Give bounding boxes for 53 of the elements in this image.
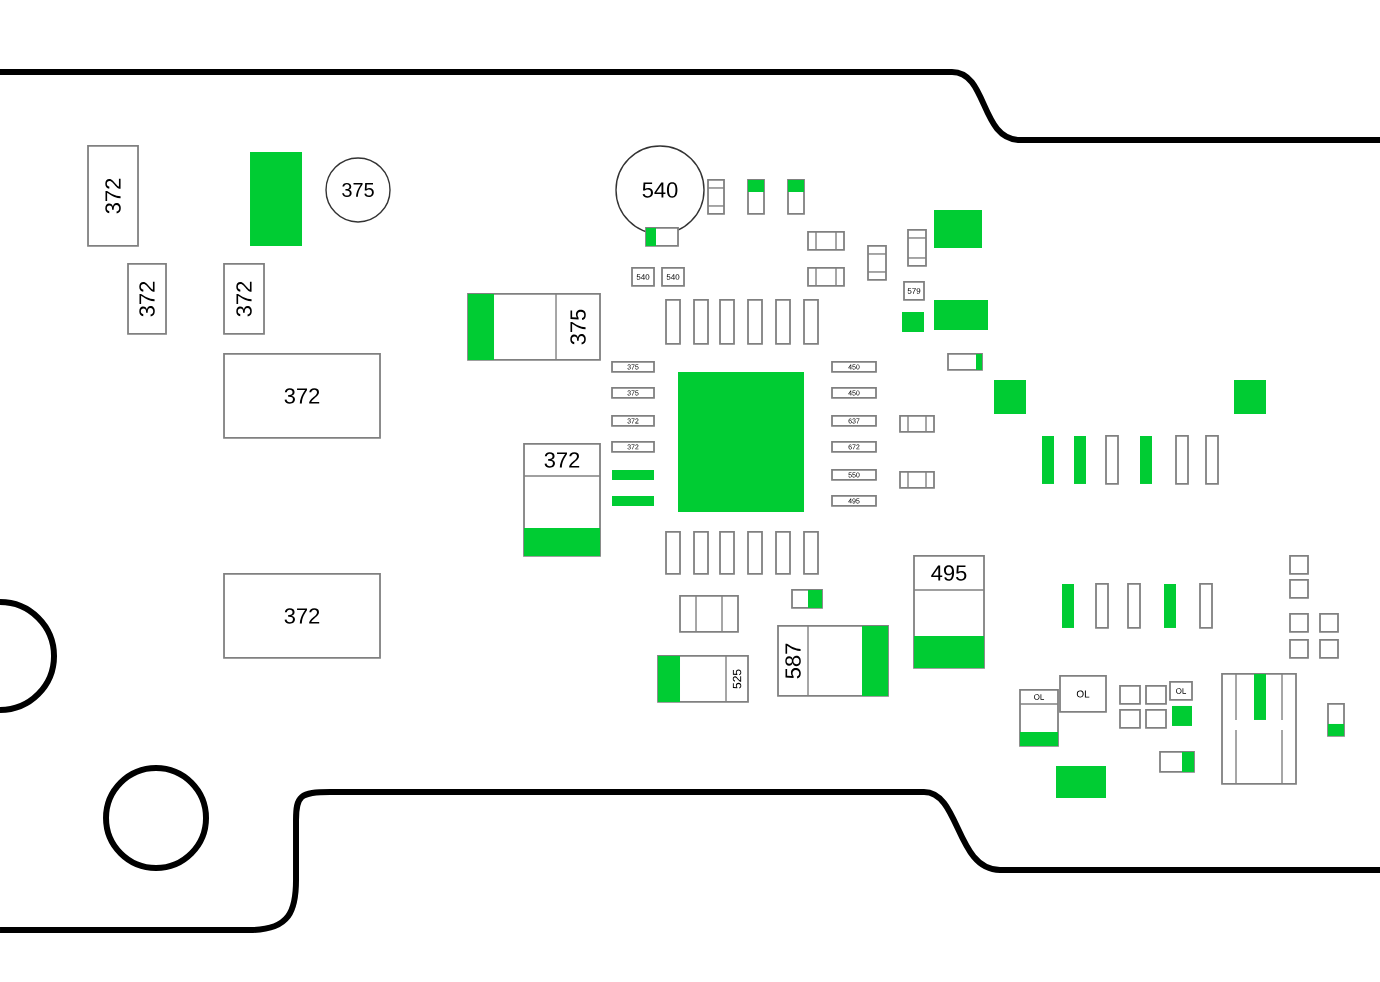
component-footprint: 375	[467, 293, 601, 361]
component-footprint	[787, 179, 805, 215]
component-footprint	[747, 299, 763, 345]
component-footprint	[747, 179, 765, 215]
component-footprint	[707, 179, 725, 215]
component-footprint	[1289, 555, 1309, 575]
component-footprint	[791, 589, 823, 609]
component-footprint	[1289, 639, 1309, 659]
component-footprint	[719, 299, 735, 345]
component-footprint: 372	[223, 353, 381, 439]
component-footprint	[807, 231, 845, 251]
component-footprint: 372	[87, 145, 139, 247]
component-footprint	[665, 531, 681, 575]
component-footprint	[1105, 435, 1119, 485]
component-footprint	[1319, 613, 1339, 633]
component-footprint	[665, 299, 681, 345]
component-footprint	[747, 531, 763, 575]
component-footprint	[1319, 639, 1339, 659]
component-footprint	[803, 299, 819, 345]
component-footprint	[775, 299, 791, 345]
component-footprint	[645, 227, 679, 247]
component-footprint	[1145, 685, 1167, 705]
component-footprint	[719, 531, 735, 575]
component-footprint	[803, 531, 819, 575]
component-footprint	[1289, 613, 1309, 633]
component-footprint	[1205, 435, 1219, 485]
component-footprint	[1127, 583, 1141, 629]
component-footprint	[693, 299, 709, 345]
component-footprint: 587	[777, 625, 889, 697]
component-footprint	[775, 531, 791, 575]
component-footprint	[693, 531, 709, 575]
component-footprint: 372	[223, 263, 265, 335]
component-footprint	[807, 267, 845, 287]
component-footprint	[1159, 751, 1195, 773]
component-footprint: 372	[223, 573, 381, 659]
component-footprint	[899, 415, 935, 433]
component-footprint: 372	[523, 443, 601, 557]
component-footprint: 372	[127, 263, 167, 335]
component-footprint	[1289, 579, 1309, 599]
component-footprint	[1095, 583, 1109, 629]
component-footprint	[1221, 673, 1297, 785]
component-footprint	[1199, 583, 1213, 629]
component-footprint	[1175, 435, 1189, 485]
component-footprint: 495	[913, 555, 985, 669]
component-footprint	[1119, 709, 1141, 729]
component-footprint	[1145, 709, 1167, 729]
component-footprint	[899, 471, 935, 489]
component-footprint	[1119, 685, 1141, 705]
component-footprint	[679, 595, 739, 633]
component-footprint	[867, 245, 887, 281]
component-footprint	[1327, 703, 1345, 737]
component-footprint	[947, 353, 983, 371]
component-footprint	[907, 229, 927, 267]
